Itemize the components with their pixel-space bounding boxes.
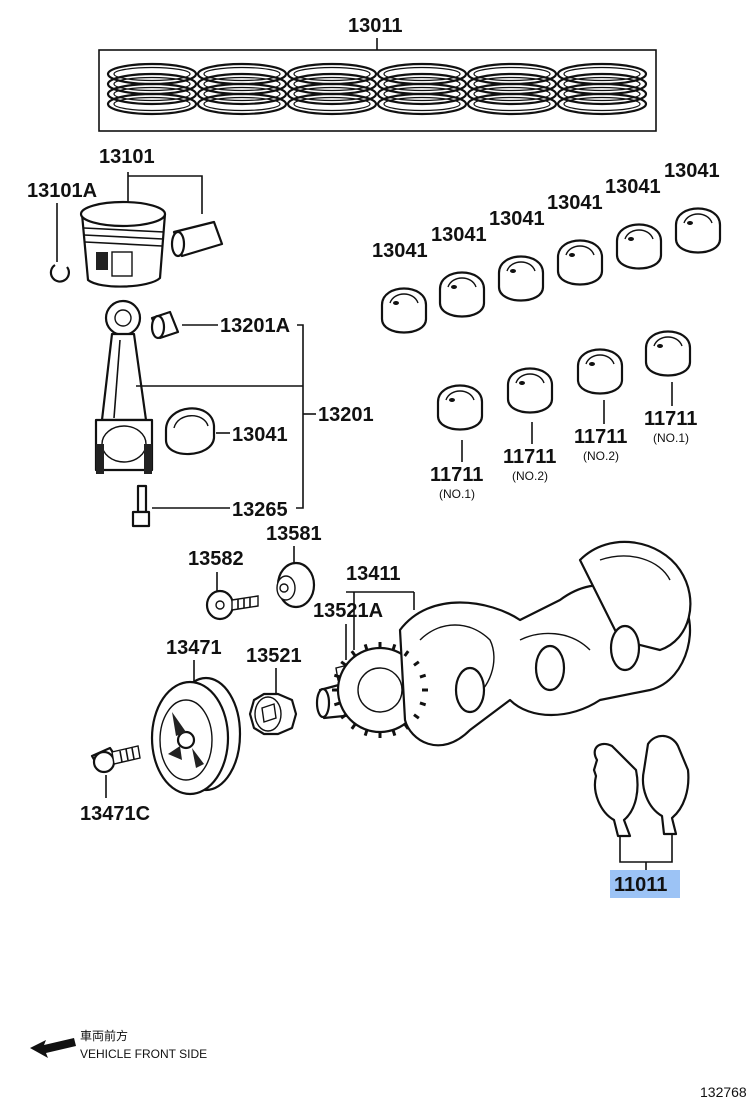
piston-ring-stack [556, 62, 648, 116]
main-bearings [436, 330, 692, 431]
label-13041-f[interactable]: 13041 [664, 160, 720, 182]
label-11711-d[interactable]: 11711 [644, 408, 697, 430]
label-11711-c[interactable]: 11711 [574, 426, 627, 448]
piston-clip [49, 264, 70, 283]
sub-label-11711-a: (NO.1) [439, 487, 475, 501]
piston [79, 200, 167, 288]
piston-ring-stack [196, 62, 288, 116]
legend-japanese: 車両前方 [80, 1028, 128, 1043]
label-13521A[interactable]: 13521A [313, 600, 383, 622]
crank-sprocket-teeth [332, 642, 428, 738]
label-13041-d[interactable]: 13041 [547, 192, 603, 214]
label-13041-c[interactable]: 13041 [489, 208, 545, 230]
bearing-shell [674, 207, 722, 254]
label-13041-e[interactable]: 13041 [605, 176, 661, 198]
connecting-rod-bolt [131, 484, 151, 528]
figure-number: 132768 [700, 1084, 747, 1100]
label-13471[interactable]: 13471 [166, 637, 222, 659]
bearing-shell [497, 255, 545, 302]
label-11711-b[interactable]: 11711 [503, 446, 556, 468]
label-13101[interactable]: 13101 [99, 146, 155, 168]
label-13011[interactable]: 13011 [348, 15, 403, 37]
label-13265[interactable]: 13265 [232, 499, 288, 521]
label-13582[interactable]: 13582 [188, 548, 244, 570]
pulley-set-bolt [90, 745, 141, 774]
piston-ring-stack [286, 62, 378, 116]
crank-pulley [150, 676, 242, 796]
label-11011[interactable]: 11011 [614, 874, 667, 896]
label-11711-a[interactable]: 11711 [430, 464, 483, 486]
crank-timing-gear [248, 692, 298, 736]
connecting-rod-bushing [150, 310, 180, 340]
sub-label-11711-c: (NO.2) [583, 449, 619, 463]
piston-ring-stack [376, 62, 468, 116]
connecting-rod-bearing [164, 407, 216, 456]
label-13201[interactable]: 13201 [318, 404, 374, 426]
piston-ring-set [106, 62, 648, 116]
piston-ring-set-frame [98, 49, 657, 132]
bearing-shell [506, 367, 554, 414]
crankshaft [315, 540, 692, 747]
crank-bearings-upper [380, 207, 722, 334]
connecting-rod [94, 299, 154, 474]
label-13471C[interactable]: 13471C [80, 803, 150, 825]
bearing-shell [644, 330, 692, 377]
bearing-shell [556, 239, 604, 286]
label-13101A[interactable]: 13101A [27, 180, 97, 202]
label-13411[interactable]: 13411 [346, 563, 401, 585]
piston-ring-stack [106, 62, 198, 116]
label-13041-a[interactable]: 13041 [372, 240, 428, 262]
bearing-shell [576, 348, 624, 395]
sub-label-11711-b: (NO.2) [512, 469, 548, 483]
label-13041-rod[interactable]: 13041 [232, 424, 288, 446]
bolt-13582 [205, 589, 259, 621]
bearing-shell [438, 271, 486, 318]
crank-sensor-plate [276, 561, 316, 609]
thrust-washers [592, 734, 690, 838]
bearing-shell [436, 384, 484, 431]
bearing-shell [380, 287, 428, 334]
piston-pin [170, 220, 224, 258]
label-13041-b[interactable]: 13041 [431, 224, 487, 246]
bearing-shell [615, 223, 663, 270]
highlight-11011 [610, 870, 680, 898]
label-13581[interactable]: 13581 [266, 523, 322, 545]
label-13521[interactable]: 13521 [246, 645, 302, 667]
vehicle-front-arrow [30, 1038, 76, 1058]
label-13201A[interactable]: 13201A [220, 315, 290, 337]
legend-english: VEHICLE FRONT SIDE [80, 1047, 207, 1061]
piston-ring-stack [466, 62, 558, 116]
sub-label-11711-d: (NO.1) [653, 431, 689, 445]
